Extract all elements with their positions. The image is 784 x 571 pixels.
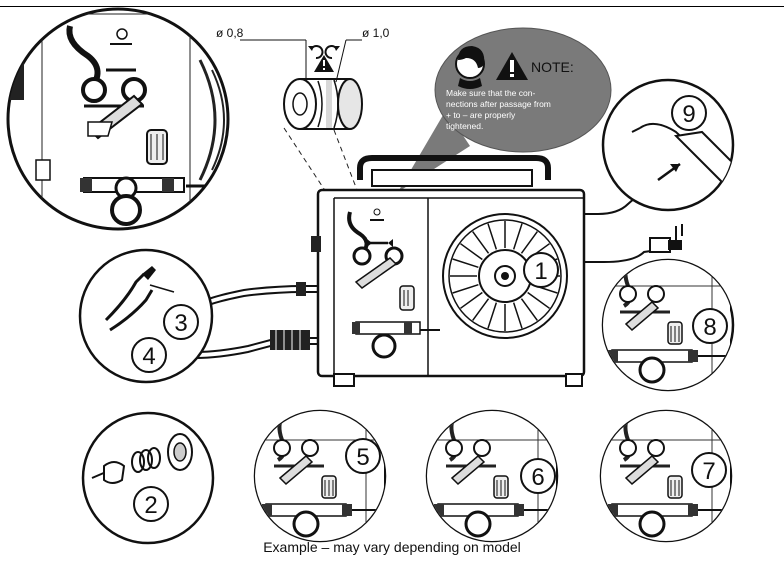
- cables-left: [195, 282, 318, 359]
- spool-spoke: [460, 291, 483, 309]
- spool-spoke: [452, 283, 479, 294]
- spool-spoke: [487, 302, 498, 329]
- roller-diameter-1-0-label: ø 1,0: [362, 26, 390, 40]
- step-number-3: 3: [174, 310, 187, 337]
- note-bubble: NOTE: Make sure that the con- nections a…: [398, 27, 612, 192]
- leader-line: [335, 39, 347, 83]
- detail-circle-step-2: 2: [81, 411, 215, 545]
- detail-circle-step-6: 6: [425, 409, 559, 543]
- step-number-8: 8: [703, 314, 716, 341]
- detail-circle-torch: 9: [601, 78, 735, 212]
- figure-caption: Example – may vary depending on model: [263, 539, 521, 555]
- step-number-2: 2: [144, 492, 157, 519]
- spool-spoke: [472, 231, 490, 254]
- note-text-line: nections after passage from: [446, 99, 551, 109]
- note-text-line: Make sure that the con-: [446, 88, 535, 98]
- step-number-5: 5: [356, 444, 369, 471]
- step-number-9: 9: [682, 101, 695, 128]
- spring-icon: [91, 433, 193, 484]
- step-number-7: 7: [702, 458, 715, 485]
- person-icon: [455, 46, 485, 89]
- note-title: NOTE:: [531, 59, 574, 75]
- detail-circle-pliers: 3 4: [78, 248, 214, 384]
- roller-diameter-0-8-label: ø 0,8: [216, 26, 244, 40]
- pliers-icon: [104, 266, 175, 332]
- top-rule: [0, 6, 784, 7]
- step-1-marker: 1: [523, 252, 559, 288]
- spool-spoke: [452, 258, 479, 269]
- spool-spoke: [520, 298, 538, 321]
- spool-spoke: [460, 243, 483, 261]
- note-text-line: + to – are properly: [446, 110, 516, 120]
- detail-circle-step-8: 8: [601, 258, 735, 392]
- spool-spoke: [487, 223, 498, 250]
- step-number-1: 1: [534, 258, 547, 285]
- step-number-4: 4: [142, 343, 155, 370]
- welding-machine: [311, 155, 683, 387]
- spool-spoke: [520, 231, 538, 254]
- warning-icon: [496, 52, 528, 80]
- step-number-6: 6: [531, 464, 544, 491]
- spool-spoke: [527, 291, 550, 309]
- detail-circle-step-7: 7: [599, 409, 733, 543]
- spool-spoke: [472, 298, 490, 321]
- wire-feed-roller: [283, 78, 363, 130]
- spool-spoke: [512, 302, 523, 329]
- spool-spoke: [512, 223, 523, 250]
- note-text-line: tightened.: [446, 121, 483, 131]
- detail-circle-feed-mechanism: [6, 7, 230, 231]
- rotate-arrows-icon: [308, 45, 340, 59]
- detail-circle-step-5: 5: [253, 409, 387, 543]
- warning-icon: [314, 55, 334, 72]
